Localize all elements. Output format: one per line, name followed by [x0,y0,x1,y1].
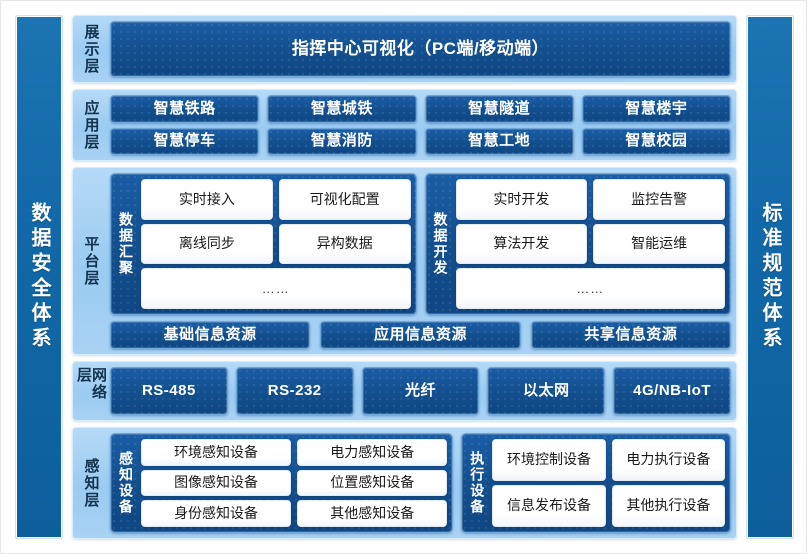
tile-power-sensor[interactable]: 电力感知设备 [297,439,448,466]
cell-row: 算法开发 智能运维 [455,223,725,265]
layer-sensing-label-wrap: 感知层 [78,433,104,533]
network-row: RS-485 RS-232 光纤 以太网 4G/NB-IoT [110,367,731,415]
layer-platform-label-wrap: 平台层 [78,173,104,349]
tile-other-sensor[interactable]: 其他感知设备 [297,500,448,528]
tile-development-more[interactable]: …… [455,268,725,310]
group-data-development-cells: 实时开发 监控告警 算法开发 智能运维 …… [455,179,725,310]
cell-row: …… [455,268,725,310]
layer-sensing-body: 感知设备 环境感知设备 电力感知设备 图像感知设备 位置感知设备 身份感知设备 [110,433,731,533]
layer-display-body: 指挥中心可视化（PC端/移动端） [110,21,731,77]
tile-app-4[interactable]: 智慧楼宇 [581,95,731,123]
tile-realtime-development[interactable]: 实时开发 [455,179,588,220]
cell-row: 图像感知设备 位置感知设备 [141,469,448,497]
tile-aggregation-more[interactable]: …… [141,268,411,310]
layer-stack: 展示层 指挥中心可视化（PC端/移动端） 应用层 智慧铁路 智慧城铁 智慧隧道 … [72,15,737,539]
tile-other-actuator-device[interactable]: 其他执行设备 [611,485,726,527]
group-data-aggregation-cells: 实时接入 可视化配置 离线同步 异构数据 …… [141,179,411,310]
cell-row: 实时开发 监控告警 [455,179,725,220]
group-sensing-devices-cells: 环境感知设备 电力感知设备 图像感知设备 位置感知设备 身份感知设备 其他感知设… [141,439,448,528]
tile-identity-sensor[interactable]: 身份感知设备 [141,500,292,528]
layer-network-body: RS-485 RS-232 光纤 以太网 4G/NB-IoT [110,367,731,415]
tile-monitoring-alarm[interactable]: 监控告警 [593,179,725,220]
cell-row: 环境控制设备 电力执行设备 [492,439,726,481]
tile-image-sensor[interactable]: 图像感知设备 [141,469,292,497]
left-pillar-label: 数据安全体系 [28,202,50,352]
layer-display: 展示层 指挥中心可视化（PC端/移动端） [72,15,737,83]
tile-app-3[interactable]: 智慧隧道 [424,95,574,123]
cell-row: 环境感知设备 电力感知设备 [141,439,448,466]
group-data-development: 数据开发 实时开发 监控告警 算法开发 智能运维 [424,173,731,315]
layer-network-label: 网络层 [75,367,107,401]
tile-environment-sensor[interactable]: 环境感知设备 [141,439,292,466]
group-data-aggregation-label: 数据汇聚 [118,212,134,276]
group-actuator-devices-label: 执行设备 [469,451,486,515]
layer-sensing: 感知层 感知设备 环境感知设备 电力感知设备 图像感知设备 [72,427,737,539]
tile-info-publish-device[interactable]: 信息发布设备 [492,485,606,527]
tile-offline-sync[interactable]: 离线同步 [141,223,273,265]
group-actuator-devices: 执行设备 环境控制设备 电力执行设备 信息发布设备 其他执行设备 [461,433,731,533]
layer-platform-label: 平台层 [82,235,100,287]
group-actuator-devices-label-wrap: 执行设备 [467,439,487,527]
tile-net-rs232[interactable]: RS-232 [235,367,354,415]
tile-command-center-visualization[interactable]: 指挥中心可视化（PC端/移动端） [110,21,731,77]
tile-app-1[interactable]: 智慧铁路 [110,95,260,123]
layer-platform-body: 数据汇聚 实时接入 可视化配置 离线同步 异构数据 [110,173,731,349]
tile-app-6[interactable]: 智慧消防 [267,127,417,155]
tile-app-2[interactable]: 智慧城铁 [267,95,417,123]
layer-network-label-wrap: 网络层 [75,367,107,415]
group-data-aggregation: 数据汇聚 实时接入 可视化配置 离线同步 异构数据 [110,173,417,315]
tile-shared-info-resource[interactable]: 共享信息资源 [530,321,731,349]
layer-application-label-wrap: 应用层 [78,95,104,155]
group-data-aggregation-label-wrap: 数据汇聚 [116,179,136,309]
tile-net-ethernet[interactable]: 以太网 [487,367,606,415]
tile-heterogeneous-data[interactable]: 异构数据 [278,223,411,265]
cell-row: …… [141,268,411,310]
layer-platform: 平台层 数据汇聚 实时接入 可视化配置 [72,167,737,355]
tile-application-info-resource[interactable]: 应用信息资源 [320,321,521,349]
tile-net-4g-nbiot[interactable]: 4G/NB-IoT [613,367,731,415]
cell-row: 实时接入 可视化配置 [141,179,411,220]
left-pillar-data-security: 数据安全体系 [15,15,63,539]
group-sensing-devices-label: 感知设备 [118,451,134,515]
tile-app-7[interactable]: 智慧工地 [424,127,574,155]
tile-app-8[interactable]: 智慧校园 [581,127,731,155]
application-grid: 智慧铁路 智慧城铁 智慧隧道 智慧楼宇 智慧停车 智慧消防 智慧工地 智慧校园 [110,95,731,155]
group-data-development-label-wrap: 数据开发 [431,179,451,309]
tile-algorithm-development[interactable]: 算法开发 [455,223,588,265]
platform-resources: 基础信息资源 应用信息资源 共享信息资源 [110,321,731,349]
group-actuator-devices-cells: 环境控制设备 电力执行设备 信息发布设备 其他执行设备 [492,439,726,527]
layer-network: 网络层 RS-485 RS-232 光纤 以太网 4G/NB-IoT [72,361,737,421]
cell-row: 信息发布设备 其他执行设备 [492,485,726,527]
tile-power-actuator-device[interactable]: 电力执行设备 [611,439,726,481]
right-pillar-label: 标准规范体系 [759,202,781,352]
cell-row: 身份感知设备 其他感知设备 [141,500,448,528]
tile-app-5[interactable]: 智慧停车 [110,127,260,155]
tile-visual-config[interactable]: 可视化配置 [278,179,411,220]
layer-display-label-wrap: 展示层 [78,21,104,77]
layer-application-body: 智慧铁路 智慧城铁 智慧隧道 智慧楼宇 智慧停车 智慧消防 智慧工地 智慧校园 [110,95,731,155]
tile-realtime-ingest[interactable]: 实时接入 [141,179,273,220]
right-pillar-standards: 标准规范体系 [746,15,794,539]
tile-net-fiber[interactable]: 光纤 [361,367,480,415]
layer-application-label: 应用层 [82,99,100,151]
tile-basic-info-resource[interactable]: 基础信息资源 [110,321,311,349]
tile-net-rs485[interactable]: RS-485 [110,367,228,415]
tile-environment-control-device[interactable]: 环境控制设备 [492,439,606,481]
tile-location-sensor[interactable]: 位置感知设备 [297,469,448,497]
group-sensing-devices-label-wrap: 感知设备 [116,439,136,527]
group-data-development-label: 数据开发 [432,212,449,276]
group-sensing-devices: 感知设备 环境感知设备 电力感知设备 图像感知设备 位置感知设备 身份感知设备 [110,433,454,533]
tile-intelligent-ops[interactable]: 智能运维 [593,223,725,265]
cell-row: 离线同步 异构数据 [141,223,411,265]
platform-groups: 数据汇聚 实时接入 可视化配置 离线同步 异构数据 [110,173,731,315]
layer-sensing-label: 感知层 [82,457,100,509]
layer-application: 应用层 智慧铁路 智慧城铁 智慧隧道 智慧楼宇 智慧停车 智慧消防 智慧工地 智… [72,89,737,161]
layer-display-label: 展示层 [82,23,100,75]
